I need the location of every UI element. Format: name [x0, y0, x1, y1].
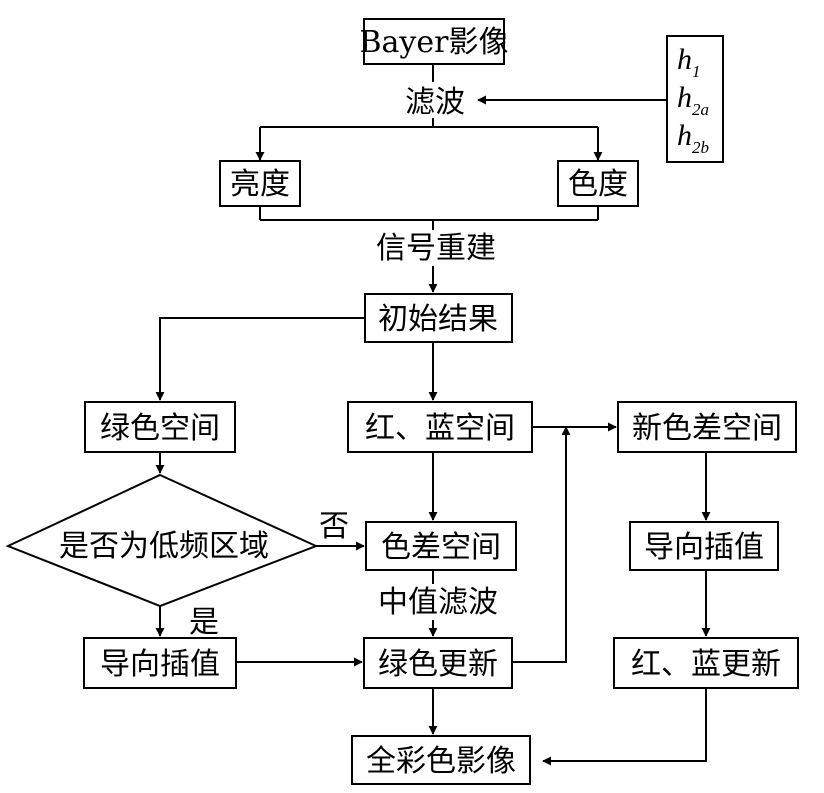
param-h1: h1	[677, 43, 701, 81]
node-initial-result-label: 初始结果	[378, 302, 498, 337]
node-guided-interp-left-label: 导向插值	[100, 647, 220, 682]
node-green-space: 绿色空间	[84, 401, 236, 453]
node-full-color: 全彩色影像	[351, 735, 531, 785]
median-filter-bg	[374, 584, 502, 620]
node-guided-interp-left: 导向插值	[83, 637, 237, 689]
filter-label-bg	[402, 82, 468, 118]
node-color-diff-space: 色差空间	[365, 521, 517, 571]
signal-rebuild-label: 信号重建	[376, 231, 496, 266]
node-guided-interp-right-label: 导向插值	[644, 530, 764, 565]
arrow-initial-green	[155, 317, 365, 401]
node-red-blue-update: 红、蓝更新	[613, 637, 799, 689]
arrow-redblueupdate-fullcolor	[542, 688, 707, 766]
label-no: 否	[319, 509, 349, 544]
node-green-update-label: 绿色更新	[378, 647, 498, 682]
node-chrominance-label: 色度	[568, 167, 628, 202]
node-low-freq-decision-label: 是否为低频区域	[59, 529, 269, 564]
node-red-blue-update-label: 红、蓝更新	[631, 647, 781, 682]
arrow-greenupdate-up	[512, 426, 571, 663]
node-guided-interp-right: 导向插值	[629, 521, 779, 571]
node-bayer: Bayer影像	[360, 18, 509, 65]
node-green-update: 绿色更新	[363, 637, 513, 689]
node-green-space-label: 绿色空间	[100, 411, 220, 446]
node-color-diff-space-label: 色差空间	[381, 530, 501, 565]
filter-label: 滤波	[405, 85, 465, 120]
node-full-color-label: 全彩色影像	[366, 744, 516, 779]
param-h2a: h2a	[677, 81, 709, 119]
node-new-color-diff-space: 新色差空间	[617, 401, 797, 453]
node-red-blue-space: 红、蓝空间	[347, 401, 533, 453]
label-yes: 是	[189, 605, 219, 640]
node-chrominance: 色度	[557, 160, 639, 207]
node-filter-params	[666, 35, 724, 163]
param-h2b: h2b	[677, 119, 709, 157]
signal-rebuild-bg	[374, 230, 498, 266]
node-initial-result: 初始结果	[364, 293, 513, 343]
node-luminance: 亮度	[219, 160, 301, 207]
median-filter-label: 中值滤波	[378, 585, 498, 620]
node-luminance-label: 亮度	[230, 167, 290, 202]
node-red-blue-space-label: 红、蓝空间	[365, 411, 515, 446]
node-bayer-label: Bayer影像	[360, 25, 509, 60]
node-low-freq-decision: 是否为低频区域	[5, 473, 319, 608]
node-new-color-diff-space-label: 新色差空间	[632, 411, 782, 446]
